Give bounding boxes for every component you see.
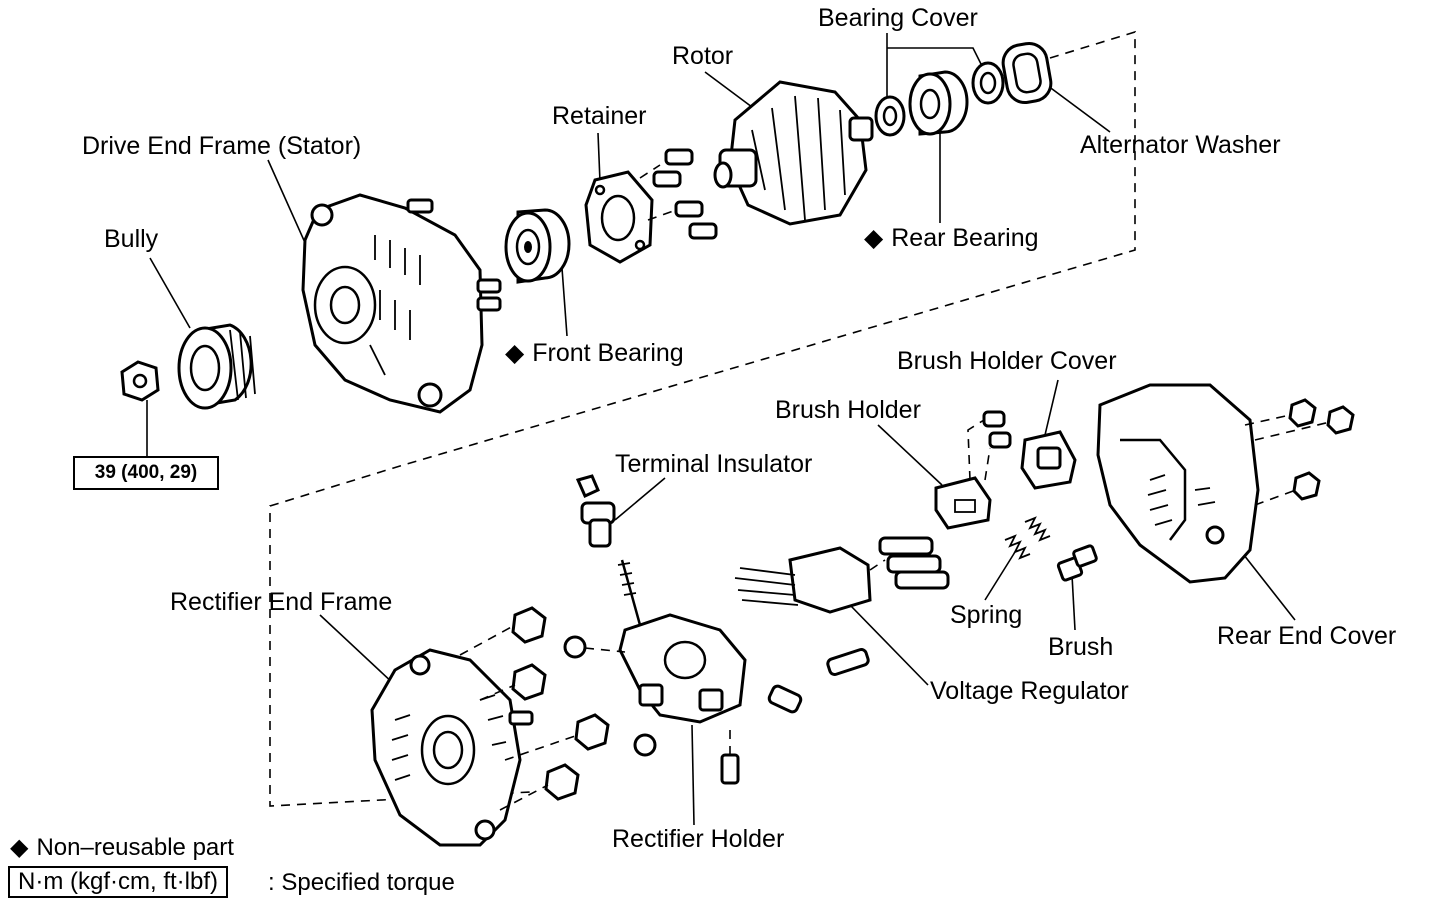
spring-part bbox=[1004, 516, 1051, 560]
label-drive-end-frame: Drive End Frame (Stator) bbox=[82, 132, 362, 160]
brush-holder-part bbox=[934, 410, 1012, 530]
label-rear-bearing-text: Rear Bearing bbox=[891, 224, 1039, 252]
label-rectifier-holder: Rectifier Holder bbox=[612, 825, 785, 853]
bearing-cover-part bbox=[874, 61, 1005, 137]
non-reusable-diamond-icon: ◆ bbox=[864, 224, 884, 252]
alternator-washer-part bbox=[1001, 41, 1053, 105]
legend-non-reusable: ◆ Non–reusable part bbox=[10, 836, 234, 860]
label-rear-bearing: ◆Rear Bearing bbox=[864, 226, 1039, 251]
label-rotor: Rotor bbox=[672, 42, 734, 70]
label-bearing-cover: Bearing Cover bbox=[818, 4, 978, 32]
terminal-insulator-part bbox=[575, 474, 616, 548]
rectifier-end-frame-part bbox=[370, 606, 610, 847]
non-reusable-diamond-icon: ◆ bbox=[505, 339, 525, 367]
label-retainer: Retainer bbox=[552, 102, 647, 130]
label-alternator-washer: Alternator Washer bbox=[1080, 131, 1281, 159]
rear-bearing-part bbox=[908, 70, 969, 136]
brush-part bbox=[1056, 544, 1098, 582]
legend-specified-torque: : Specified torque bbox=[268, 869, 455, 896]
rear-end-cover-part bbox=[1096, 383, 1355, 584]
drive-end-frame-part bbox=[301, 193, 502, 414]
rotor-part bbox=[713, 80, 874, 226]
label-front-bearing: ◆Front Bearing bbox=[505, 341, 684, 366]
legend-non-reusable-text: Non–reusable part bbox=[36, 834, 234, 861]
front-bearing-part bbox=[504, 208, 571, 284]
legend-torque-unit-box: N·m (kgf·cm, ft·lbf) bbox=[8, 866, 228, 898]
label-spring: Spring bbox=[950, 601, 1023, 629]
brush-holder-cover-part bbox=[1020, 430, 1077, 490]
voltage-regulator-part bbox=[734, 536, 950, 676]
leader-lines bbox=[149, 33, 1296, 826]
pulley-part bbox=[120, 323, 256, 410]
label-rectifier-end-frame: Rectifier End Frame bbox=[170, 588, 393, 616]
label-rear-end-cover: Rear End Cover bbox=[1217, 622, 1397, 650]
rectifier-holder-part bbox=[563, 559, 803, 785]
torque-spec-box: 39 (400, 29) bbox=[73, 456, 219, 490]
label-terminal-insulator: Terminal Insulator bbox=[615, 450, 813, 478]
assembly-envelope-top bbox=[269, 30, 1136, 807]
non-reusable-diamond-icon: ◆ bbox=[10, 834, 29, 861]
label-brush: Brush bbox=[1048, 633, 1114, 661]
retainer-part bbox=[584, 148, 718, 264]
label-brush-holder: Brush Holder bbox=[775, 396, 921, 424]
label-voltage-regulator: Voltage Regulator bbox=[930, 677, 1129, 705]
label-front-bearing-text: Front Bearing bbox=[532, 339, 684, 367]
label-bully: Bully bbox=[104, 225, 159, 253]
label-brush-holder-cover: Brush Holder Cover bbox=[897, 347, 1117, 375]
